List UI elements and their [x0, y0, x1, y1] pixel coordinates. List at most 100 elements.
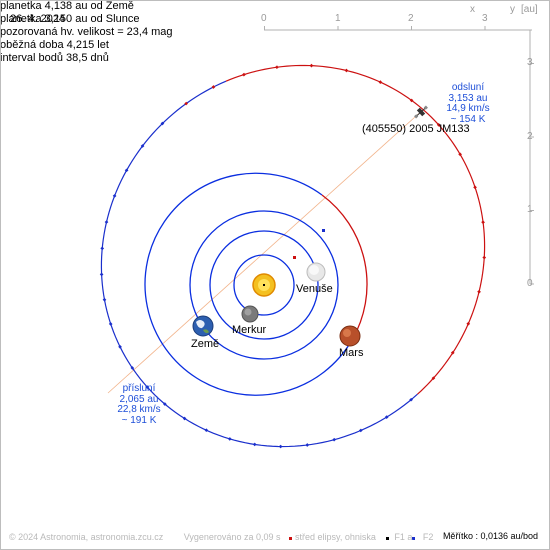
- asteroid-orbit-blue-arc: [100, 80, 418, 448]
- asteroid-orbit-point: [450, 350, 455, 355]
- venus-label: Venuše: [296, 283, 333, 295]
- perihelion-temperature: ~ 191 K: [121, 414, 157, 426]
- asteroid-orbit-point: [163, 402, 167, 406]
- earth-planet: [192, 315, 214, 337]
- asteroid-orbit-point: [242, 72, 246, 77]
- asteroid-orbit-point: [130, 366, 135, 370]
- asteroid-orbit-point: [99, 272, 104, 277]
- asteroid-orbit-point: [409, 397, 413, 402]
- aphelion-note: odsluní 3,153 au 14,9 km/s ~ 154 K: [438, 82, 498, 125]
- x-tick-label-1: 1: [335, 13, 341, 24]
- asteroid-orbit: [99, 63, 487, 449]
- asteroid-orbit-point: [409, 98, 414, 103]
- y-tick-label-1: 1: [527, 204, 533, 215]
- y-tick-label-0: 0: [527, 278, 533, 289]
- asteroid-orbit-point: [227, 437, 232, 441]
- footer-copyright: © 2024 Astronomia, astronomia.zcu.cz: [9, 532, 164, 542]
- info-point-interval: interval bodů 38,5 dnů: [0, 52, 109, 64]
- axes: [264, 26, 534, 285]
- asteroid-orbit-point: [275, 65, 279, 70]
- asteroid-orbit-point: [436, 123, 441, 127]
- asteroid-orbit-red-arc: [225, 64, 486, 395]
- asteroid-orbit-point: [477, 289, 481, 294]
- asteroid-marker: [414, 105, 428, 119]
- perihelion-note: přísluní 2,065 au 22,8 km/s ~ 191 K: [109, 383, 169, 426]
- asteroid-orbit-point: [145, 385, 150, 389]
- aphelion-temperature: ~ 154 K: [450, 113, 486, 125]
- asteroid-orbit-point: [309, 63, 314, 68]
- earth-orbit: [189, 210, 339, 360]
- footer-legend-f1: F1 a: [394, 532, 413, 542]
- aphelion-title: odsluní: [451, 82, 485, 93]
- mercury-planet: [241, 305, 259, 323]
- info-earth-distance: planetka 4,138 au od Země: [0, 0, 134, 12]
- asteroid-orbit-point: [112, 194, 117, 198]
- aphelion-distance: 3,153 au: [448, 92, 488, 104]
- info-magnitude: pozorovaná hv. velikost = 23,4 mag: [0, 26, 173, 38]
- x-axis-label: x: [470, 4, 475, 15]
- perihelion-distance: 2,065 au: [119, 393, 159, 405]
- x-tick-label-3: 3: [482, 13, 488, 24]
- asteroid-orbit-point: [481, 220, 485, 225]
- asteroid-orbit-point: [100, 246, 105, 251]
- y-tick-label-2: 2: [527, 131, 533, 142]
- asteroid-orbit-point: [431, 376, 436, 381]
- axis-unit-label: [au]: [521, 4, 538, 15]
- venus-planet: [306, 262, 326, 282]
- scale-label: Měřítko : 0,0136 au/bod: [442, 531, 538, 541]
- mars-orbit-blue: [144, 172, 353, 396]
- apsis-line: [107, 107, 426, 394]
- asteroid-orbit-point: [458, 152, 462, 157]
- asteroid-orbit-point: [332, 437, 336, 442]
- venus-orbit: [209, 230, 319, 340]
- asteroid-orbit-point: [211, 85, 216, 89]
- mercury-orbit: [233, 254, 295, 316]
- asteroid-orbit-point: [204, 428, 209, 433]
- asteroid-orbit-point: [378, 80, 383, 84]
- asteroid-orbit-point: [108, 322, 113, 326]
- footer: © 2024 Astronomia, astronomia.zcu.cz Vyg…: [9, 532, 437, 542]
- asteroid-orbit-point: [252, 442, 257, 447]
- asteroid-orbit-point: [104, 220, 109, 224]
- aphelion-speed: 14,9 km/s: [446, 103, 490, 114]
- date-label: 26. 4. 2024: [10, 13, 66, 25]
- info-block: planetka 4,138 au od Země planetka 3,150…: [0, 0, 550, 65]
- asteroid-orbit-point: [102, 297, 107, 302]
- asteroid-orbit-point: [118, 344, 122, 349]
- legend-f1-symbol: [386, 537, 389, 540]
- asteroid-orbit-point: [182, 416, 187, 421]
- sun: [252, 273, 276, 297]
- footer-generated: Vygenerováno za 0,09 s: [183, 532, 281, 542]
- mars-planet: [339, 325, 361, 347]
- asteroid-orbit-point: [140, 144, 145, 148]
- asteroid-orbit-point: [358, 428, 363, 433]
- asteroid-orbit-point: [184, 101, 188, 106]
- asteroid-orbit-points: [99, 63, 487, 449]
- planet-orbits: [189, 210, 339, 360]
- earth-label: Země: [191, 338, 220, 350]
- info-sun-distance: planetka 3,150 au od Slunce: [0, 13, 140, 25]
- mars-label: Mars: [339, 347, 364, 359]
- footer-legend-center: střed elipsy, ohniska: [294, 532, 376, 542]
- asteroid-orbit-point: [384, 415, 389, 419]
- asteroid-orbit-point: [278, 444, 283, 449]
- asteroid-name: (405550) 2005 JM133: [362, 123, 470, 135]
- asteroid-orbit-point: [482, 255, 487, 260]
- asteroid-orbit-point: [473, 185, 477, 190]
- asteroid-orbit-point: [305, 443, 310, 447]
- asteroid-orbit-point: [124, 168, 129, 173]
- legend-center-symbol: [289, 537, 292, 540]
- asteroid-orbit-point: [160, 121, 165, 126]
- legend-f2-symbol: [412, 537, 415, 540]
- info-period: oběžná doba 4,215 let: [0, 39, 109, 51]
- x-tick-label-2: 2: [408, 13, 414, 24]
- y-axis-label: y: [510, 4, 515, 15]
- asteroid-orbit-point: [344, 68, 349, 73]
- focus-f2-marker: [322, 229, 325, 232]
- perihelion-title: přísluní: [122, 383, 156, 394]
- footer-legend-f2: F2: [422, 532, 434, 542]
- x-tick-label-0: 0: [261, 13, 267, 24]
- y-tick-label-3: 3: [527, 57, 533, 68]
- mercury-label: Merkur: [232, 324, 267, 336]
